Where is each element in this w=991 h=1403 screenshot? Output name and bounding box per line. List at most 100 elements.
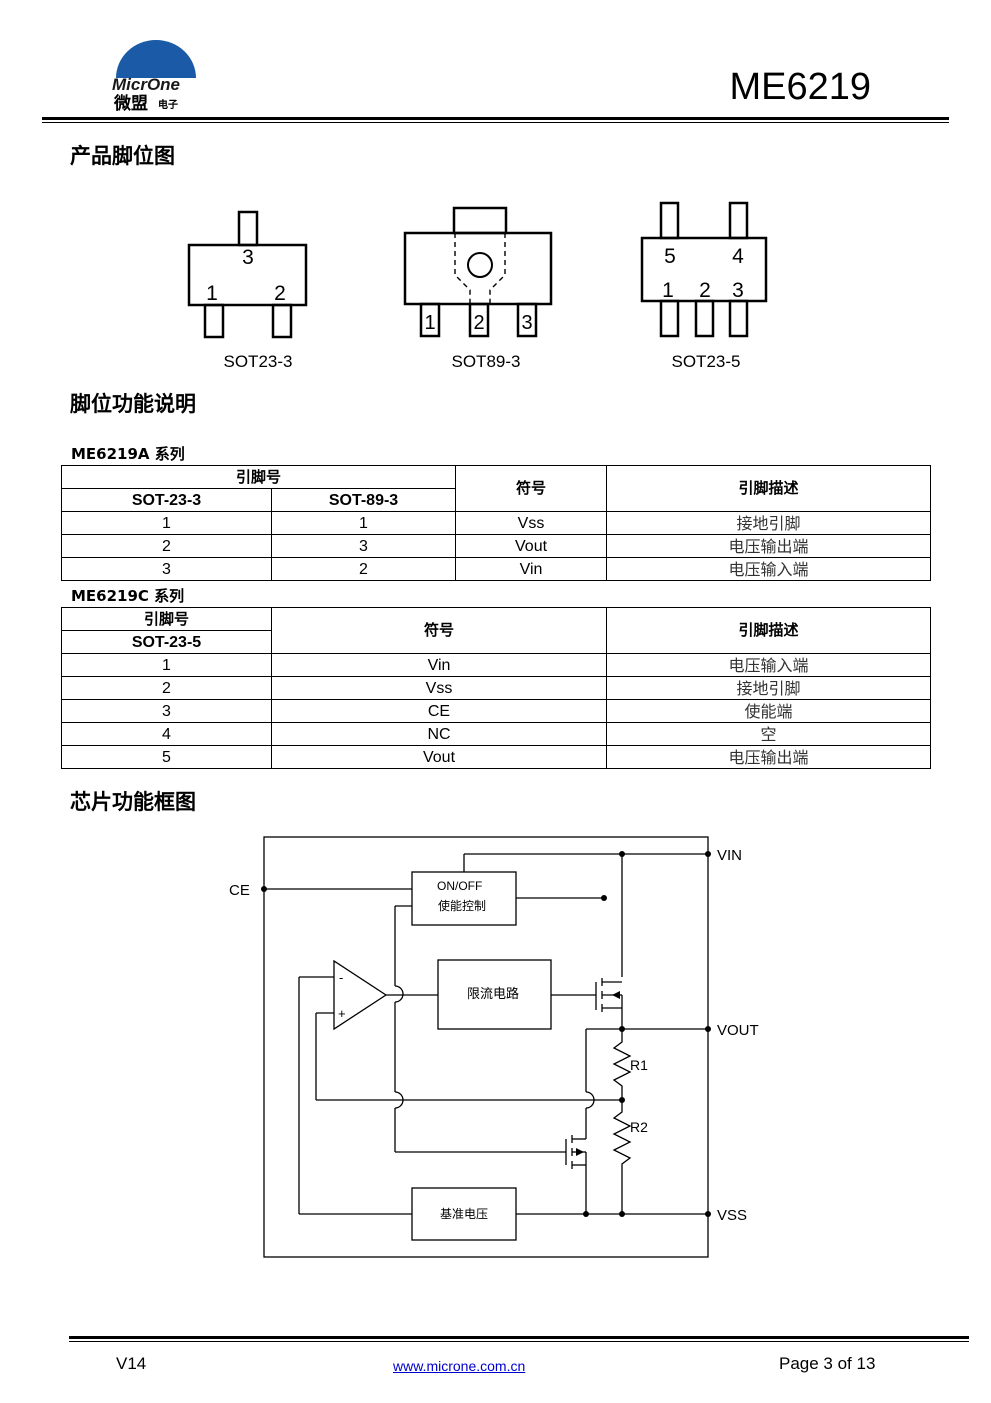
label-vss: VSS: [717, 1207, 747, 1224]
logo-globe-icon: [116, 40, 196, 78]
doc-title: ME6219: [729, 66, 871, 108]
cell-pin: 5: [61, 745, 272, 769]
sot89-3-pin-2: 2: [473, 312, 484, 334]
cell-symbol: CE: [271, 699, 607, 723]
footer-rule-thin: [69, 1341, 969, 1342]
sot23-5-pin-4: 4: [732, 245, 744, 268]
sot89-3-pin-3: 3: [521, 312, 532, 334]
pin-table-c: 引脚号 符号 引脚描述 SOT-23-5 1 Vin 电压输入端 2 Vss 接…: [61, 607, 931, 769]
resistor-r2: [612, 1100, 632, 1214]
cell-desc: 电压输入端: [606, 557, 932, 581]
header-desc: 引脚描述: [606, 607, 931, 654]
sot23-3-pin-2: 2: [274, 282, 286, 305]
table-row: 2 3 Vout 电压输出端: [61, 534, 932, 558]
label-current-limit: 限流电路: [467, 986, 519, 1002]
cell-desc: 电压输出端: [606, 534, 932, 558]
header-sot23-3: SOT-23-3: [61, 488, 272, 512]
pmos-arrow-icon: [612, 991, 620, 999]
cell-pin: 4: [61, 722, 272, 746]
header-sot89-3: SOT-89-3: [270, 488, 457, 512]
sot89-3-tab-outline: [454, 233, 506, 304]
logo-cn-small-text: 电子: [158, 98, 178, 111]
table-row: 1 Vin 电压输入端: [61, 653, 931, 677]
table-row: 1 1 Vss 接地引脚: [61, 511, 932, 535]
cell-sot23: 3: [61, 557, 272, 581]
cell-pin: 1: [61, 653, 272, 677]
cell-symbol: Vin: [455, 557, 608, 581]
sot23-5-pin-2: 2: [699, 279, 711, 302]
table-row: 3 CE 使能端: [61, 699, 931, 723]
chip-boundary: [263, 836, 709, 1258]
header-desc: 引脚描述: [606, 465, 932, 512]
header-sot23-5: SOT-23-5: [61, 630, 272, 654]
cell-symbol: Vss: [455, 511, 608, 535]
nmos-arrow-icon: [576, 1148, 584, 1156]
footer-url: www.microne.com.cn: [393, 1356, 525, 1376]
package-label-sot89-3: SOT89-3: [451, 352, 521, 371]
footer-rule-thick: [69, 1336, 969, 1339]
series-label-a: ME6219A 系列: [71, 445, 185, 463]
table-row: 3 2 Vin 电压输入端: [61, 557, 932, 581]
cell-desc: 电压输出端: [606, 745, 931, 769]
table-row: 5 Vout 电压输出端: [61, 745, 931, 769]
cell-sot23: 1: [61, 511, 272, 535]
cell-desc: 接地引脚: [606, 511, 932, 535]
sot23-3-pin-1: 1: [206, 282, 218, 305]
section-title-block-diagram: 芯片功能框图: [70, 790, 196, 814]
cell-sot23: 2: [61, 534, 272, 558]
header-pin-no: 引脚号: [61, 607, 272, 631]
package-sot23-3: [187, 210, 308, 339]
sot89-3-pin-1: 1: [424, 312, 435, 334]
label-ce: CE: [229, 882, 250, 899]
package-sot23-5: [640, 201, 768, 338]
header-pin-no: 引脚号: [60, 465, 457, 489]
cell-pin: 2: [61, 676, 272, 700]
header-rule-thin: [42, 122, 949, 123]
package-label-sot23-3: SOT23-3: [223, 352, 293, 371]
series-label-c: ME6219C 系列: [71, 587, 185, 605]
sot23-5-pin-1: 1: [662, 279, 674, 302]
label-reference: 基准电压: [440, 1207, 488, 1221]
opamp: [333, 959, 388, 1031]
package-label-sot23-5: SOT23-5: [671, 352, 741, 371]
cell-symbol: Vout: [271, 745, 607, 769]
cell-sot89: 1: [270, 511, 457, 535]
cell-symbol: Vout: [455, 534, 608, 558]
header-symbol: 符号: [455, 465, 608, 512]
sot23-3-pin-3: 3: [242, 246, 254, 269]
header-rule-thick: [42, 117, 949, 120]
label-r1: R1: [630, 1057, 648, 1073]
block-diagram: VIN VOUT VSS CE ON/OFF 使能控制 限流电路 基准电压 R1…: [229, 836, 759, 1258]
resistor-r1: [612, 1029, 632, 1100]
cell-desc: 空: [606, 722, 931, 746]
package-pinout-diagrams: 3 1 2 1 2 3 5 4 1 2 3: [187, 201, 768, 339]
cell-desc: 使能端: [606, 699, 931, 723]
label-opamp-plus: +: [338, 1006, 346, 1021]
cell-symbol: NC: [271, 722, 607, 746]
footer-url-link[interactable]: www.microne.com.cn: [393, 1358, 526, 1374]
sot23-5-pin-3: 3: [732, 279, 744, 302]
cell-symbol: Vss: [271, 676, 607, 700]
cell-symbol: Vin: [271, 653, 607, 677]
sot89-3-dot: [467, 252, 493, 278]
label-onoff: ON/OFF: [437, 879, 482, 893]
pin-table-a: 引脚号 符号 引脚描述 SOT-23-3 SOT-89-3 1 1 Vss 接地…: [60, 465, 932, 581]
cell-sot89: 3: [270, 534, 457, 558]
cell-pin: 3: [61, 699, 272, 723]
package-sot89-3: [403, 206, 553, 338]
cell-desc: 接地引脚: [606, 676, 931, 700]
label-vout: VOUT: [717, 1022, 759, 1039]
logo-brand-text: MicrOne: [112, 75, 180, 94]
label-opamp-minus: -: [339, 970, 343, 985]
section-title-pinout: 产品脚位图: [70, 144, 175, 168]
cell-sot89: 2: [270, 557, 457, 581]
footer-page: Page 3 of 13: [779, 1354, 876, 1373]
section-title-pin-function: 脚位功能说明: [70, 392, 196, 416]
table-row: 4 NC 空: [61, 722, 931, 746]
label-r2: R2: [630, 1119, 648, 1135]
company-logo: MicrOne 微盟 电子: [108, 34, 203, 114]
header-symbol: 符号: [271, 607, 607, 654]
table-row: 2 Vss 接地引脚: [61, 676, 931, 700]
footer-version: V14: [116, 1354, 147, 1373]
label-vin: VIN: [717, 847, 742, 864]
